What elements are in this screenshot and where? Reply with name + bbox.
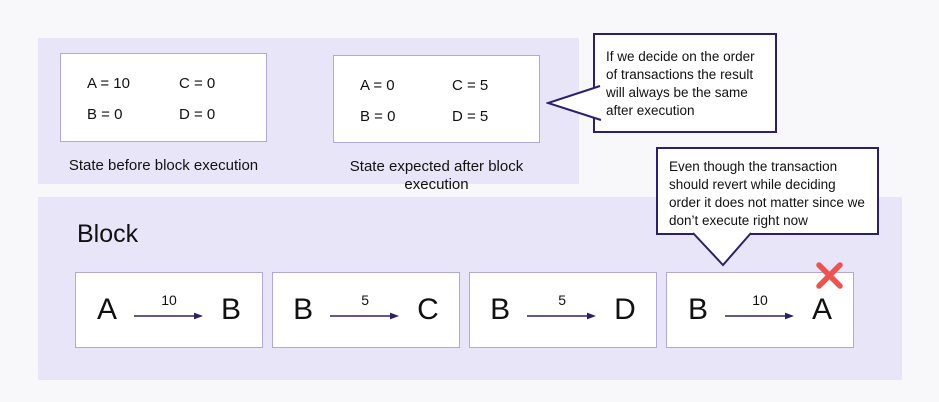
- tx-transfer: 5: [330, 292, 400, 321]
- state-before-box: A = 10 C = 0 B = 0 D = 0: [60, 53, 267, 142]
- callout-revert: Even though the transaction should rever…: [656, 147, 879, 235]
- state-entry: B = 0: [87, 106, 123, 123]
- state-entry: C = 0: [179, 75, 216, 92]
- state-after-caption: State expected after block execution: [349, 158, 524, 193]
- tx-from: B: [490, 293, 511, 326]
- arrow-right-icon: [134, 312, 203, 319]
- state-entry: B = 0: [360, 108, 396, 125]
- tx-amount: 10: [161, 291, 177, 308]
- state-before-caption: State before block execution: [68, 157, 259, 174]
- arrow-right-icon: [330, 312, 400, 319]
- state-entry: A = 10: [87, 75, 130, 92]
- tx-transfer: 10: [725, 292, 795, 321]
- block-label: Block: [77, 220, 139, 248]
- tx-from: B: [687, 293, 708, 326]
- state-after-box: A = 0 C = 5 B = 0 D = 5: [333, 55, 540, 143]
- tx-amount: 10: [752, 291, 768, 308]
- state-entry: D = 0: [179, 106, 216, 123]
- callout-revert-tail: [692, 232, 752, 267]
- tx-from: A: [96, 293, 117, 326]
- tx-from: B: [293, 293, 314, 326]
- transaction-box-3: B 5 D: [469, 272, 657, 348]
- tx-transfer: 10: [134, 292, 204, 321]
- callout-order-tail: [546, 85, 602, 121]
- reject-x-icon: [816, 262, 843, 289]
- tx-to: C: [417, 293, 439, 326]
- tx-transfer: 5: [527, 292, 597, 321]
- state-entry: A = 0: [360, 77, 395, 94]
- tx-amount: 5: [361, 291, 370, 308]
- arrow-right-icon: [725, 312, 794, 319]
- transaction-box-2: B 5 C: [272, 272, 460, 348]
- state-entry: C = 5: [452, 77, 489, 94]
- callout-order: If we decide on the order of transaction…: [593, 33, 777, 133]
- tx-to: A: [812, 293, 833, 326]
- tx-to: D: [614, 293, 636, 326]
- transaction-box-1: A 10 B: [75, 272, 263, 348]
- arrow-right-icon: [527, 312, 597, 319]
- tx-to: B: [221, 293, 242, 326]
- tx-amount: 5: [558, 291, 567, 308]
- state-entry: D = 5: [452, 108, 489, 125]
